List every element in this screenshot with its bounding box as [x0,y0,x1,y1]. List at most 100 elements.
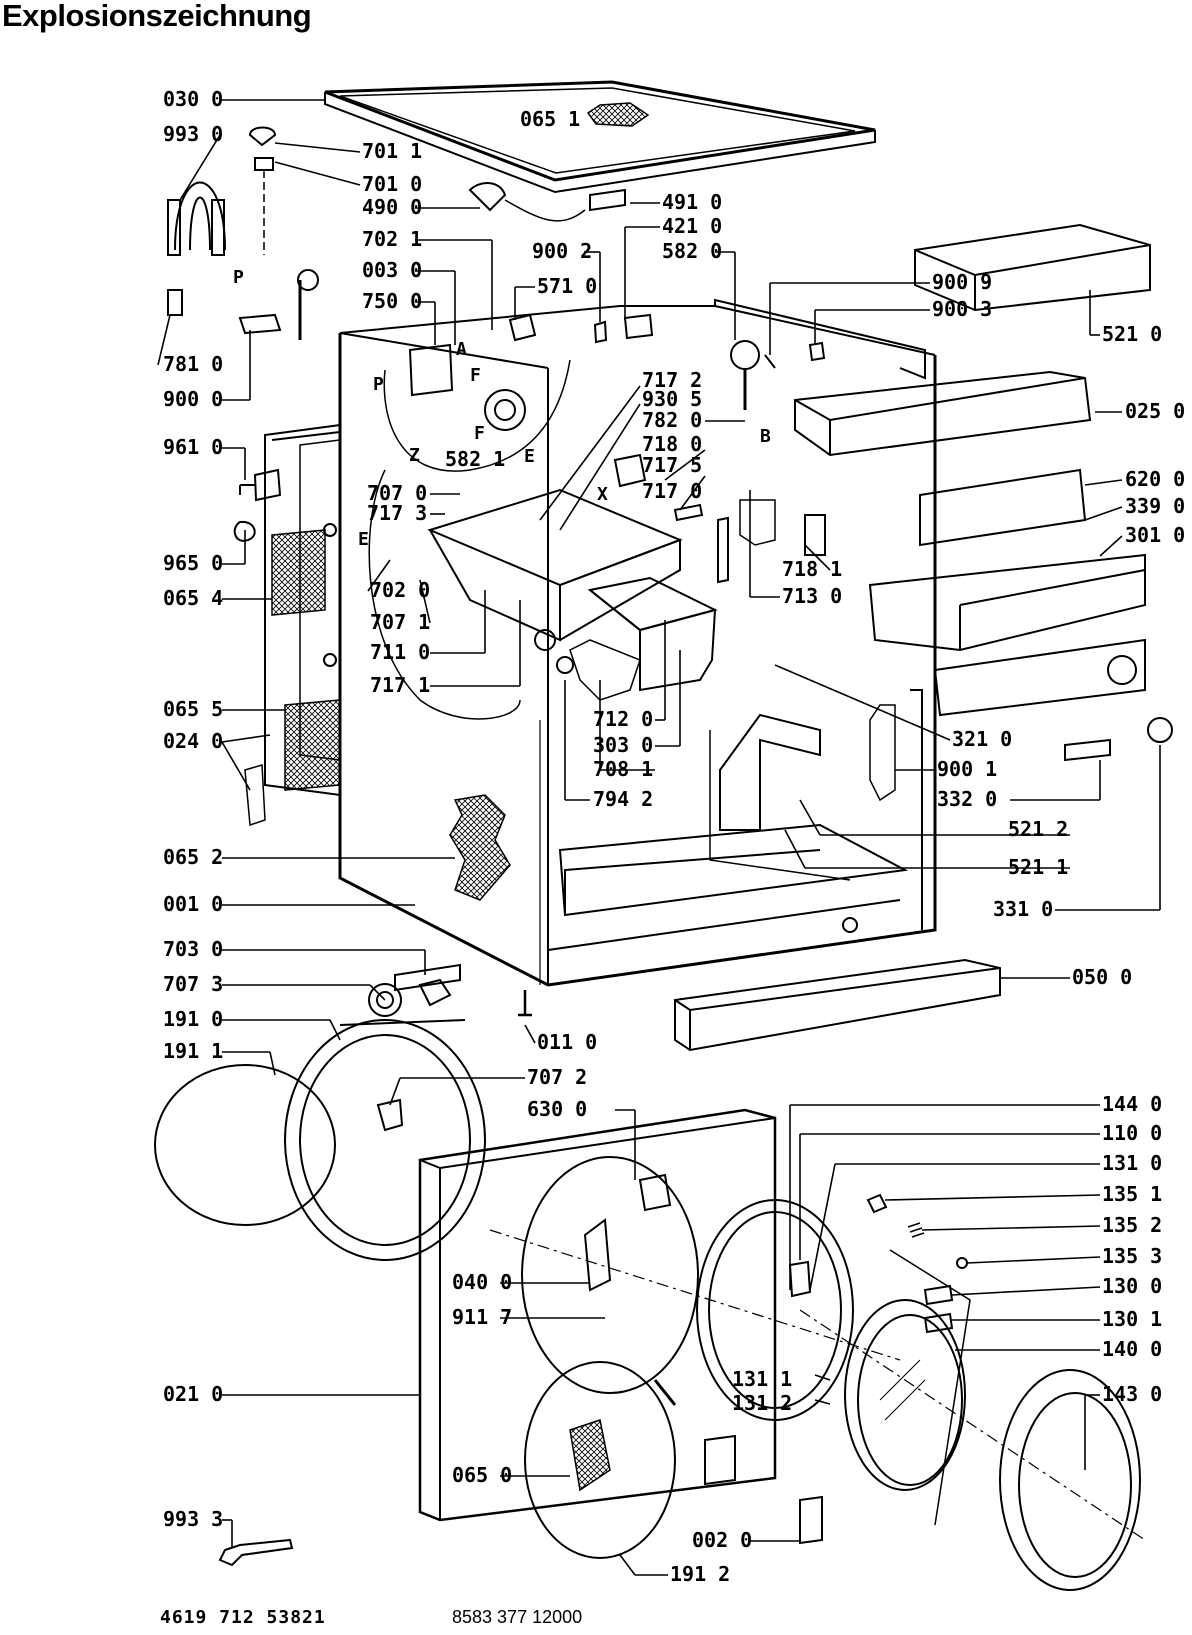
part-label: 900 3 [932,297,992,321]
ref-letter: P [233,267,244,288]
part-label: 130 1 [1102,1307,1162,1331]
part-label: 491 0 [662,190,722,214]
part-label: 750 0 [362,289,422,313]
part-label: 002 0 [692,1528,752,1552]
part-label: 040 0 [452,1270,512,1294]
part-labels: 030 0 065 1 993 0 701 1 701 0 490 0 491 … [163,87,1185,1586]
part-label: 191 2 [670,1562,730,1586]
part-label: 131 0 [1102,1151,1162,1175]
part-label: 050 0 [1072,965,1132,989]
part-label: 521 2 [1008,817,1068,841]
part-label: 135 1 [1102,1182,1162,1206]
part-label: 718 0 [642,432,702,456]
part-label: 303 0 [593,733,653,757]
rear-panel [244,423,341,827]
part-label: 993 3 [163,1507,223,1531]
part-label: 331 0 [993,897,1053,921]
part-label: 620 0 [1125,467,1185,491]
part-label: 707 1 [370,610,430,634]
part-label: 131 1 [732,1367,792,1391]
part-label: 900 0 [163,387,223,411]
cabinet-body [338,298,937,987]
part-label: 065 2 [163,845,223,869]
page-title: Explosionszeichnung [2,0,312,33]
part-label: 718 1 [782,557,842,581]
part-label: 065 4 [163,586,223,610]
part-label: 701 1 [362,139,422,163]
part-label: 144 0 [1102,1092,1162,1116]
ref-letter: B [760,426,771,447]
reference-letters: P P A F F Z E E B X [233,267,771,550]
kick-plate [674,958,1001,1052]
leader-lines [157,99,1161,1576]
ref-letter: E [524,446,535,467]
part-label: 521 0 [1102,322,1162,346]
door-assembly [696,1193,1146,1591]
part-label: 965 0 [163,551,223,575]
part-label: 571 0 [537,274,597,298]
footer-right-code: 8583 377 12000 [452,1607,583,1627]
part-label: 713 0 [782,584,842,608]
part-label: 707 0 [367,481,427,505]
part-label: 707 3 [163,972,223,996]
part-label: 900 9 [932,270,992,294]
ref-letter: F [470,365,481,386]
part-label: 900 1 [937,757,997,781]
part-label: 301 0 [1125,523,1185,547]
part-label: 191 0 [163,1007,223,1031]
part-label: 782 0 [642,408,702,432]
part-label: 993 0 [163,122,223,146]
part-label: 135 3 [1102,1244,1162,1268]
ref-letter: P [373,374,384,395]
part-label: 911 7 [452,1305,512,1329]
hoses-and-valves [167,126,319,1567]
part-label: 794 2 [593,787,653,811]
part-label: 001 0 [163,892,223,916]
part-label: 011 0 [537,1030,597,1054]
pressure-switch-area [368,182,826,720]
tub-front [154,963,532,1261]
part-label: 717 5 [642,453,702,477]
part-label: 712 0 [593,707,653,731]
detergent-dispenser [427,488,718,701]
ref-letter: E [358,529,369,550]
part-label: 521 1 [1008,855,1068,879]
part-label: 930 5 [642,387,702,411]
part-label: 708 1 [593,757,653,781]
part-label: 140 0 [1102,1337,1162,1361]
part-label: 717 2 [642,368,702,392]
part-label: 339 0 [1125,494,1185,518]
part-label: 321 0 [952,727,1012,751]
part-label: 191 1 [163,1039,223,1063]
part-label: 421 0 [662,214,722,238]
part-label: 065 0 [452,1463,512,1487]
part-label: 025 0 [1125,399,1185,423]
part-label: 003 0 [362,258,422,282]
ref-letter: A [456,339,467,360]
part-label: 717 1 [370,673,430,697]
front-panel [418,1108,901,1559]
ref-letter: F [474,423,485,444]
part-label: 024 0 [163,729,223,753]
part-label: 030 0 [163,87,223,111]
part-label: 717 3 [367,501,427,525]
part-label: 702 1 [362,227,422,251]
part-label: 065 1 [520,107,580,131]
part-label: 582 0 [662,239,722,263]
ref-letter: Z [409,445,420,466]
part-label: 707 2 [527,1065,587,1089]
control-panel-parts [719,223,1173,831]
part-label: 135 2 [1102,1213,1162,1237]
part-label: 143 0 [1102,1382,1162,1406]
part-label: 065 5 [163,697,223,721]
part-label: 110 0 [1102,1121,1162,1145]
part-label: 717 0 [642,479,702,503]
part-label: 701 0 [362,172,422,196]
part-label: 711 0 [370,640,430,664]
part-label: 490 0 [362,195,422,219]
footer-left-code: 4619 712 53821 [160,1607,326,1628]
ref-letter: X [597,484,608,505]
part-label: 781 0 [163,352,223,376]
part-label: 630 0 [527,1097,587,1121]
